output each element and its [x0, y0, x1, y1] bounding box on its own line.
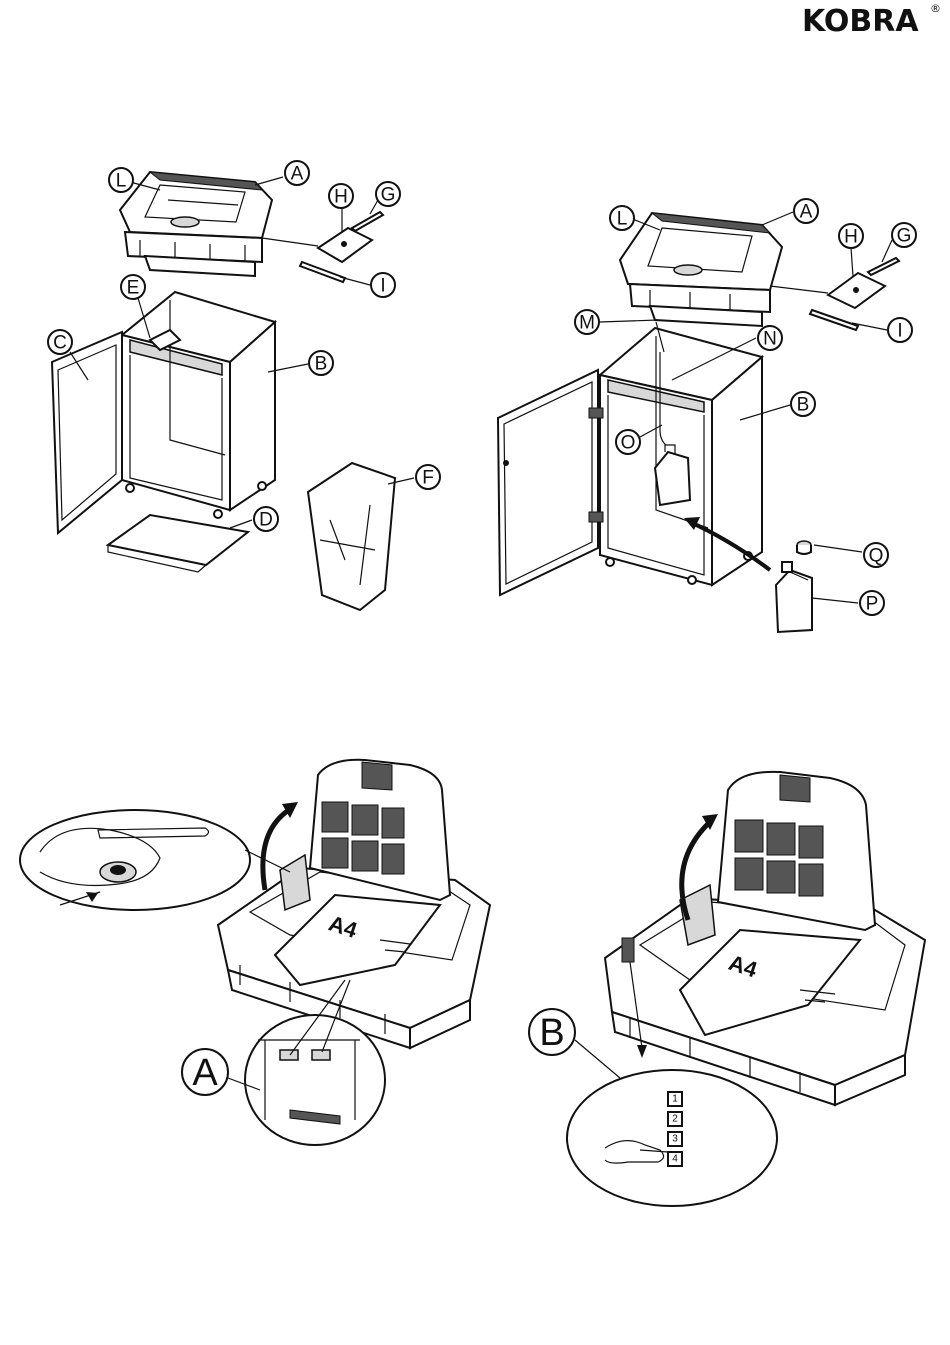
shredder-head-2 — [620, 213, 782, 326]
svg-text:P: P — [866, 594, 879, 615]
svg-text:H: H — [844, 227, 858, 248]
oil-bottle — [776, 541, 812, 632]
fig1-label-e: E — [121, 275, 145, 299]
figure-2-exploded-view: A L H G I M N B O Q P — [498, 199, 916, 632]
button-1-label: 1 — [672, 1094, 678, 1105]
fig2-label-n: N — [758, 326, 782, 350]
fig2-label-o: O — [616, 430, 640, 454]
waste-bag — [308, 463, 395, 610]
cabinet-door — [52, 332, 122, 533]
svg-text:B: B — [539, 1012, 564, 1054]
fig1-label-f: F — [416, 465, 440, 489]
detail-lens-lock — [20, 810, 250, 910]
svg-text:G: G — [381, 185, 396, 206]
fig2-label-m: M — [575, 310, 599, 334]
svg-text:G: G — [897, 226, 912, 247]
fig2-label-a: A — [794, 199, 818, 223]
fig2-label-i: I — [888, 318, 912, 342]
svg-text:B: B — [315, 354, 328, 375]
svg-text:D: D — [259, 510, 273, 531]
svg-text:C: C — [53, 333, 67, 354]
svg-text:L: L — [617, 209, 628, 230]
fig1-label-a: A — [285, 161, 309, 185]
svg-text:Q: Q — [869, 546, 884, 567]
base-tray — [108, 515, 248, 572]
fig1-label-g: G — [376, 182, 400, 206]
figure-3-lid-open: A4 A — [20, 760, 490, 1145]
cabinet-door-2 — [498, 370, 603, 595]
svg-text:A: A — [291, 164, 304, 185]
fig1-label-d: D — [254, 507, 278, 531]
svg-text:O: O — [621, 433, 636, 454]
cabinet — [122, 292, 275, 518]
fig1-label-b: B — [309, 351, 333, 375]
svg-text:H: H — [334, 187, 348, 208]
svg-text:B: B — [797, 395, 810, 416]
fig2-label-l: L — [610, 206, 634, 230]
fig2-label-q: Q — [864, 543, 888, 567]
button-3-label: 3 — [672, 1134, 678, 1145]
svg-text:M: M — [579, 313, 595, 334]
detail-lens-a — [245, 1015, 385, 1145]
fig3-label-a: A — [182, 1049, 228, 1095]
fig2-label-g: G — [892, 223, 916, 247]
fig1-label-l: L — [109, 168, 133, 192]
svg-text:I: I — [380, 276, 385, 297]
svg-text:N: N — [763, 329, 777, 350]
svg-text:F: F — [422, 468, 434, 489]
figure-1-exploded-view: A L H G I E C B D F — [48, 161, 440, 610]
svg-text:I: I — [897, 321, 902, 342]
parts-h-g-i — [262, 212, 383, 282]
parts-h-g-i-2 — [770, 258, 899, 330]
fig4-label-b: B — [529, 1009, 575, 1055]
button-2-label: 2 — [672, 1114, 678, 1125]
button-4-label: 4 — [672, 1154, 678, 1165]
svg-text:E: E — [127, 278, 140, 299]
fig2-label-b: B — [791, 392, 815, 416]
fig1-label-i: I — [371, 273, 395, 297]
fig1-label-c: C — [48, 330, 72, 354]
fig2-label-h: H — [839, 224, 863, 248]
svg-text:A: A — [192, 1052, 218, 1094]
fig1-label-h: H — [329, 184, 353, 208]
shredder-head — [120, 172, 272, 276]
svg-text:L: L — [116, 171, 127, 192]
fig2-label-p: P — [860, 591, 884, 615]
svg-text:A: A — [800, 202, 813, 223]
figure-4-lid-open: A4 1 2 3 4 B — [529, 772, 925, 1206]
